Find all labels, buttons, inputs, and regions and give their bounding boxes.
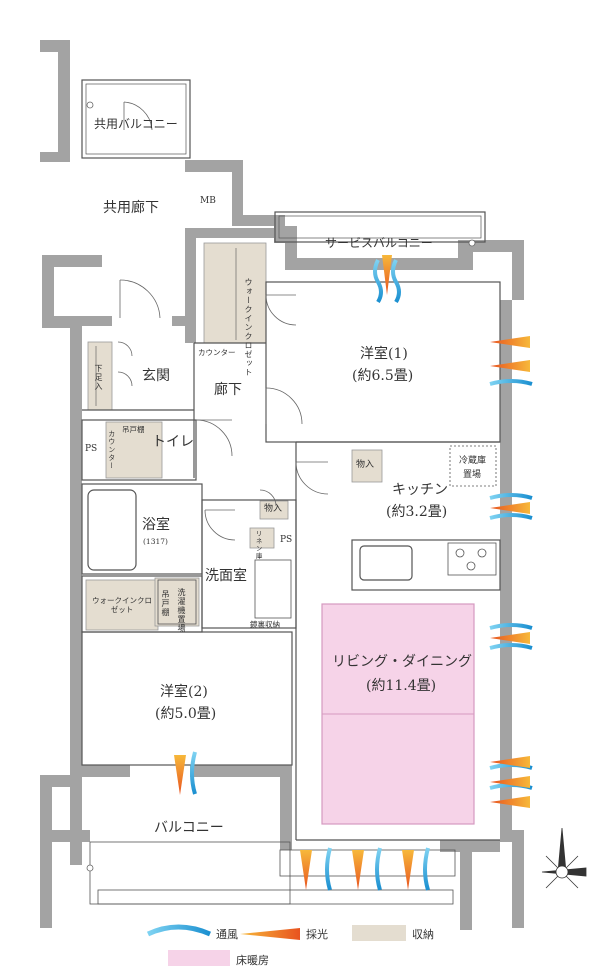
entrance-label: 玄関 (142, 368, 170, 384)
toilet-label: トイレ (152, 434, 194, 450)
bathroom-name: 浴室 (142, 517, 170, 533)
legend-ventilation: 通風 (216, 928, 238, 941)
shared-balcony-label: 共用バルコニー (94, 117, 178, 131)
legend-lighting: 採光 (306, 928, 328, 941)
hallway-label: 廊下 (214, 382, 242, 398)
counter-2-label: カウンター (107, 430, 116, 470)
western-room-2-name: 洋室(2) (160, 684, 208, 700)
washroom-label: 洗面室 (205, 568, 247, 584)
fridge-place: 置場 (463, 470, 482, 480)
legend-storage: 収納 (412, 928, 434, 941)
counter-1-label: カウンター (198, 348, 236, 357)
western-room-1-name: 洋室(1) (360, 346, 408, 362)
walkin-closet-1-label: ウォークインクロゼット (244, 278, 253, 377)
storage-1-label: 物入 (356, 460, 375, 470)
hanging-shelf-label: 吊戸棚 (122, 425, 145, 434)
kitchen-name: キッチン (392, 482, 448, 498)
walkin-closet-2-label: ウォークインクロゼット (92, 596, 152, 615)
service-balcony-label: サービスバルコニー (325, 236, 433, 250)
mb-label: MB (200, 196, 216, 206)
ps-2-label: PS (280, 535, 293, 545)
shared-corridor-label: 共用廊下 (103, 200, 159, 216)
bathroom-size: (1317) (143, 537, 168, 546)
living-name: リビング・ダイニング (332, 654, 472, 670)
kitchen-size: (約3.2畳) (386, 504, 448, 520)
shoe-storage-label: 下足入 (94, 363, 103, 391)
hanging-cabinet-label: 吊戸棚 (161, 589, 170, 617)
mirror-storage-label: 鏡裏収納 (250, 620, 280, 629)
storage-2-label: 物入 (264, 504, 283, 514)
fridge-name: 冷蔵庫 (459, 456, 487, 466)
ps-1-label: PS (85, 444, 98, 454)
legend-floor-heating: 床暖房 (236, 954, 269, 967)
living-size: (約11.4畳) (366, 678, 437, 694)
western-room-1-size: (約6.5畳) (352, 368, 414, 384)
western-room-2-size: (約5.0畳) (155, 706, 217, 722)
linen-shelf-label: リネン庫 (254, 530, 263, 560)
washing-machine-label: 洗濯機置場 (177, 588, 186, 633)
balcony-label: バルコニー (154, 820, 224, 836)
